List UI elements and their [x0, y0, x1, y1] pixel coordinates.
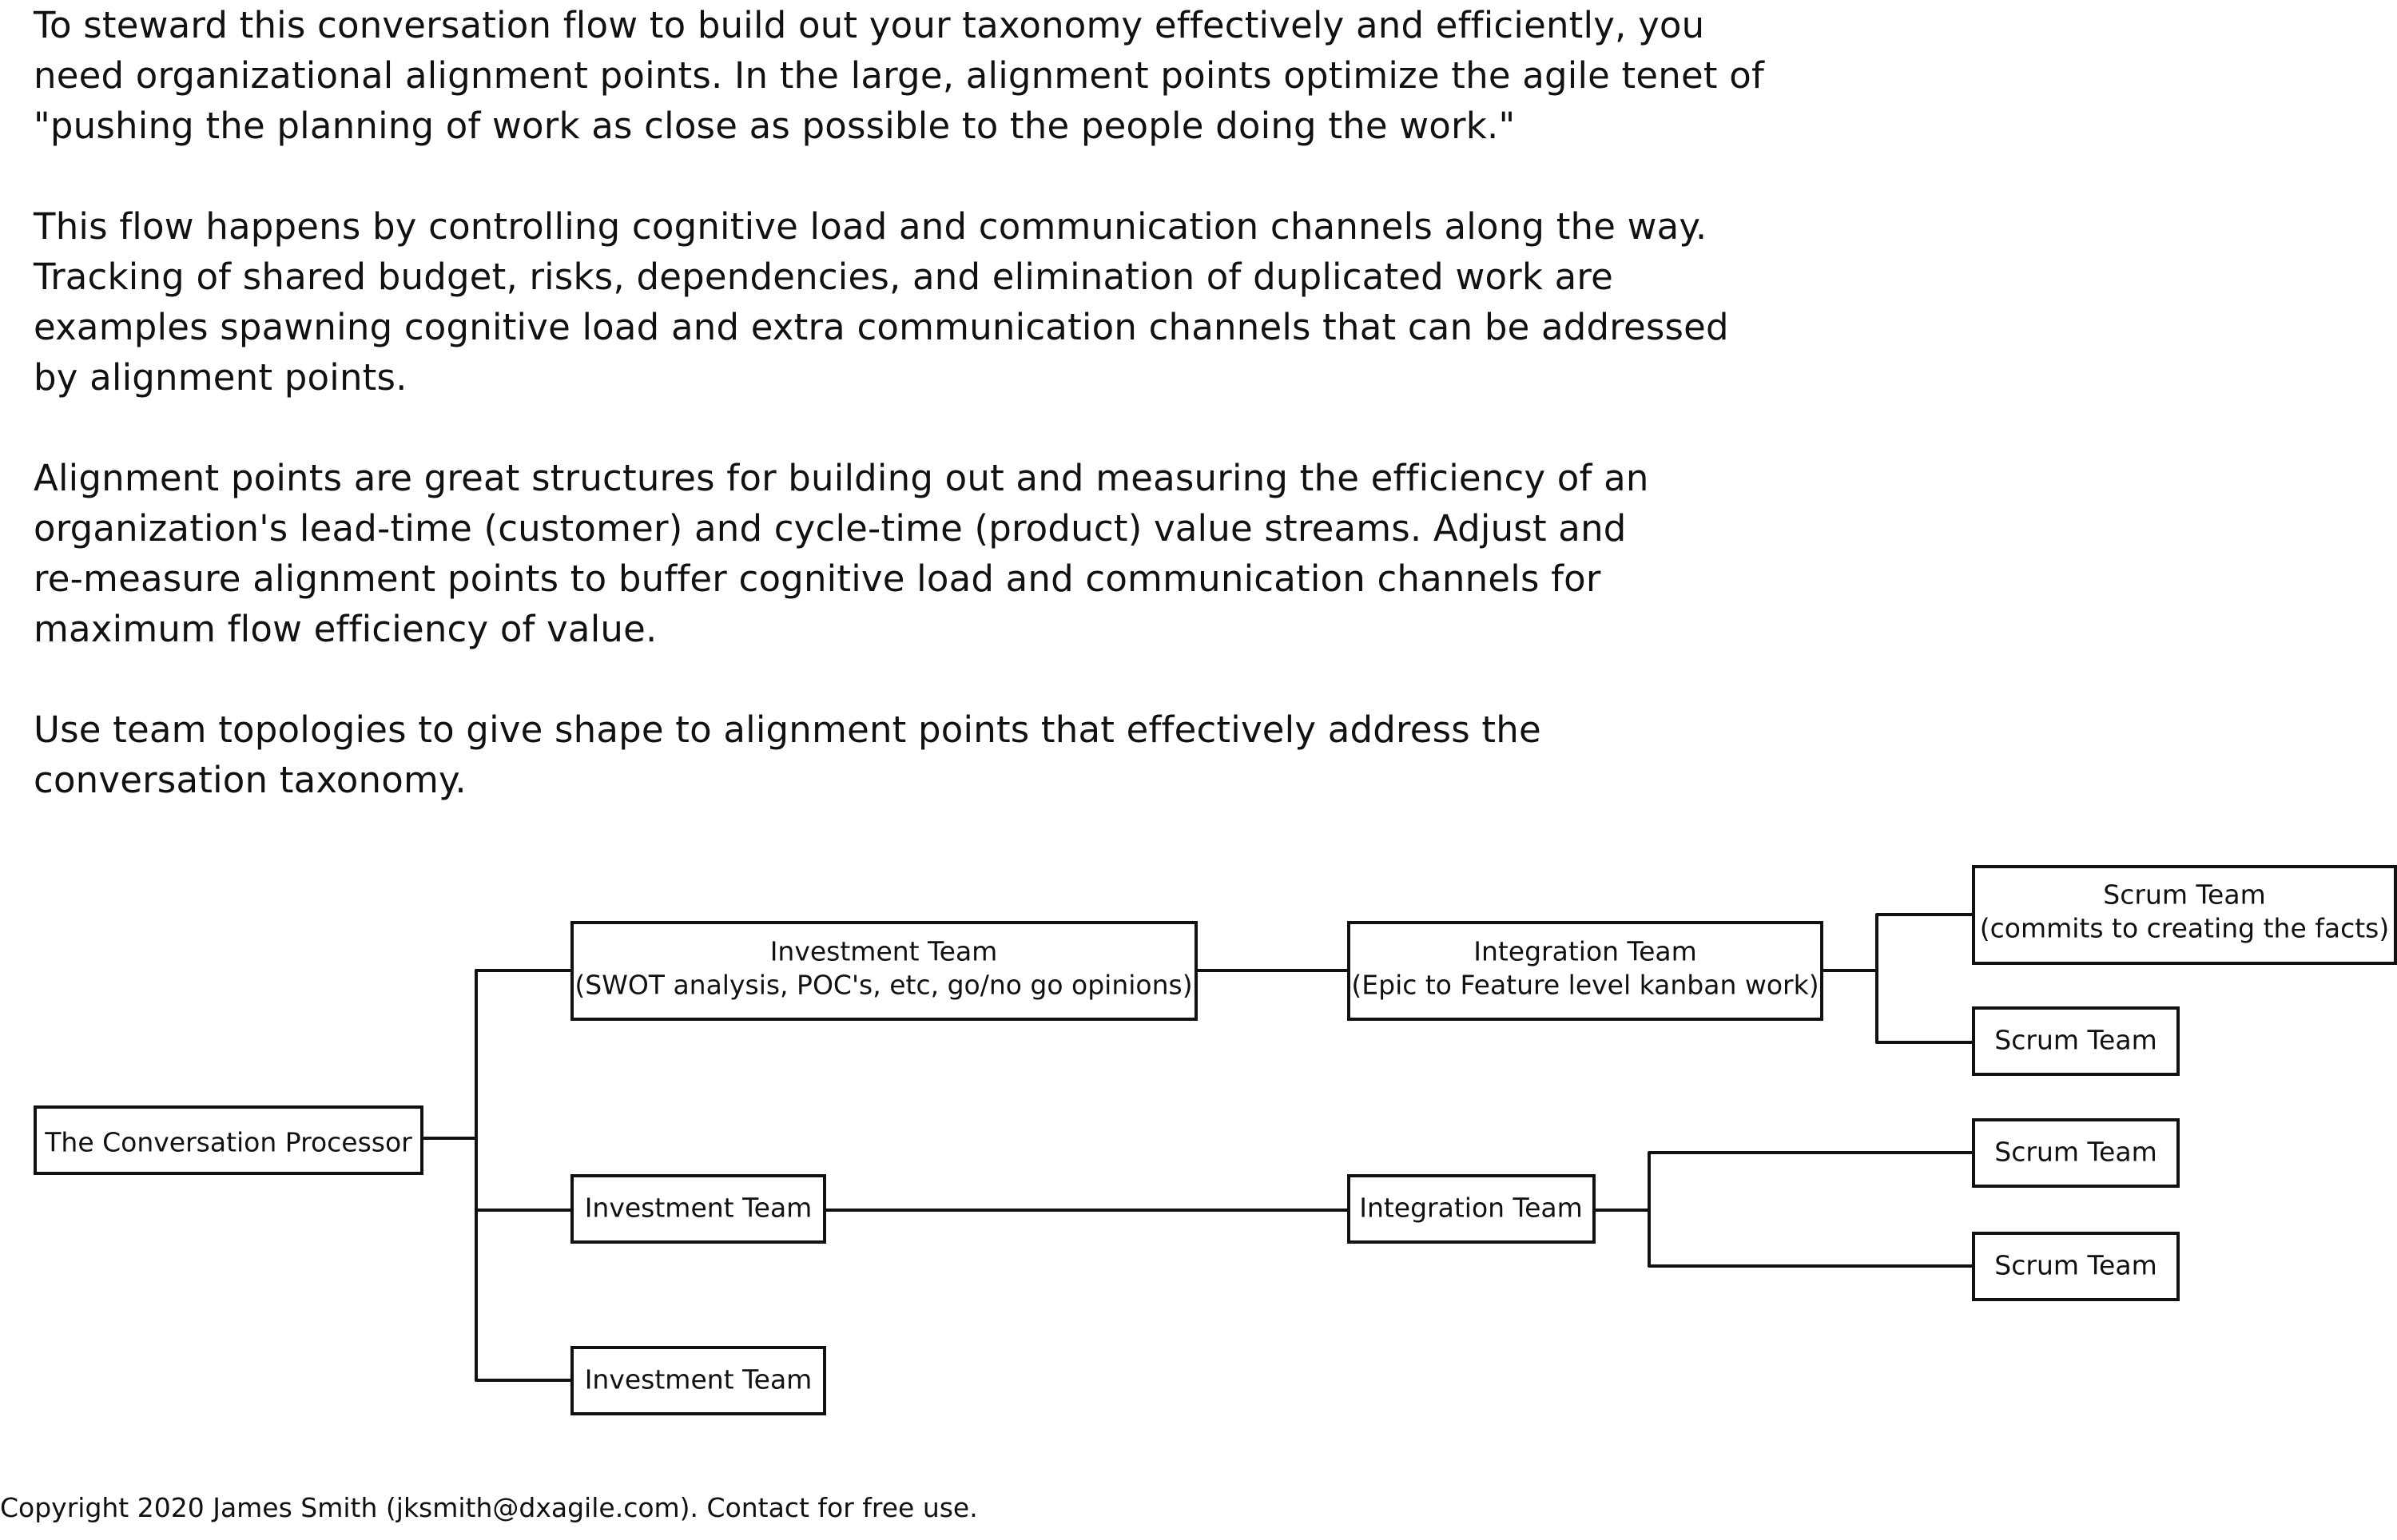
text-line: Alignment points are great structures fo…: [34, 457, 1649, 499]
paragraph-team-topologies: Use team topologies to give shape to ali…: [34, 705, 1871, 805]
paragraph-alignment-points: To steward this conversation flow to bui…: [34, 0, 1871, 151]
node-label: Scrum Team: [1994, 1250, 2157, 1281]
text-line: need organizational alignment points. In…: [34, 54, 1765, 97]
node-integration-team-2: Integration Team: [1347, 1174, 1596, 1244]
connector-integration-1-to-scrum-fork: [1820, 913, 1975, 1044]
node-scrum-team-4: Scrum Team: [1972, 1232, 2180, 1301]
text-line: To steward this conversation flow to bui…: [34, 4, 1705, 46]
node-scrum-team-3: Scrum Team: [1972, 1118, 2180, 1188]
node-investment-team-3: Investment Team: [570, 1346, 826, 1415]
node-sublabel: (Epic to Feature level kanban work): [1351, 970, 1819, 1001]
text-line: Use team topologies to give shape to ali…: [34, 708, 1541, 751]
text-line: conversation taxonomy.: [34, 759, 467, 801]
text-line: examples spawning cognitive load and ext…: [34, 306, 1729, 348]
node-box: [570, 921, 1198, 1021]
node-label: The Conversation Processor: [44, 1127, 412, 1158]
node-integration-team-1: Integration Team (Epic to Feature level …: [1347, 921, 1823, 1021]
text-line: "pushing the planning of work as close a…: [34, 105, 1516, 147]
connector-integration-2-to-scrum-fork: [1592, 1151, 1975, 1268]
node-box: [1972, 1006, 2180, 1076]
text-line: organization's lead-time (customer) and …: [34, 507, 1627, 550]
node-box: [34, 1105, 423, 1175]
node-label: Investment Team: [585, 1193, 813, 1224]
node-box: [570, 1346, 826, 1415]
node-label: Investment Team: [585, 1364, 813, 1395]
connectors: [420, 913, 1975, 1382]
node-box: [1347, 1174, 1596, 1244]
node-scrum-team-1: Scrum Team (commits to creating the fact…: [1972, 865, 2397, 965]
node-box: [1972, 1232, 2180, 1301]
node-box: [1972, 865, 2397, 965]
text-line: This flow happens by controlling cogniti…: [34, 205, 1707, 248]
node-box: [1972, 1118, 2180, 1188]
node-label: Scrum Team: [2103, 879, 2265, 911]
node-investment-team-2: Investment Team: [570, 1174, 826, 1244]
text-line: by alignment points.: [34, 356, 407, 399]
text-line: Tracking of shared budget, risks, depend…: [34, 256, 1614, 298]
node-label: Investment Team: [770, 936, 998, 967]
node-label: Integration Team: [1473, 936, 1697, 967]
node-conversation-processor: The Conversation Processor: [34, 1105, 423, 1175]
node-sublabel: (commits to creating the facts): [1980, 913, 2390, 944]
node-label: Integration Team: [1359, 1193, 1583, 1224]
text-line: maximum flow efficiency of value.: [34, 608, 658, 650]
node-sublabel: (SWOT analysis, POC's, etc, go/no go opi…: [574, 970, 1192, 1001]
node-scrum-team-2: Scrum Team: [1972, 1006, 2180, 1076]
explanatory-text: To steward this conversation flow to bui…: [34, 0, 1871, 805]
text-line: re-measure alignment points to buffer co…: [34, 558, 1601, 600]
node-label: Scrum Team: [1994, 1137, 2157, 1168]
paragraph-value-streams: Alignment points are great structures fo…: [34, 453, 1871, 654]
copyright-notice: Copyright 2020 James Smith (jksmith@dxag…: [0, 1492, 978, 1523]
paragraph-flow-control: This flow happens by controlling cogniti…: [34, 201, 1871, 403]
node-box: [1347, 921, 1823, 1021]
node-label: Scrum Team: [1994, 1025, 2157, 1056]
node-box: [570, 1174, 826, 1244]
node-investment-team-1: Investment Team (SWOT analysis, POC's, e…: [570, 921, 1198, 1021]
